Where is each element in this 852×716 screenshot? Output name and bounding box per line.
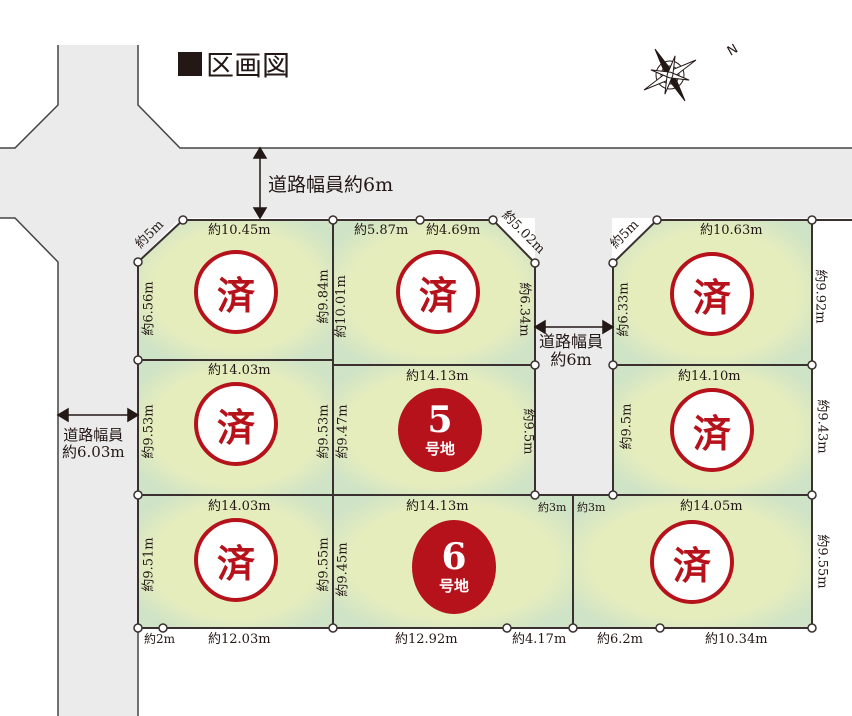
lot-4-sold-badge[interactable]: 済: [194, 382, 278, 466]
dim-label: 約14.03m: [208, 499, 271, 514]
lot-8-suffix: 号地: [438, 576, 469, 595]
lot-3-sold-badge[interactable]: 済: [670, 252, 754, 336]
dim-label: 約9.92m: [812, 269, 828, 324]
dim-label: 約10.63m: [700, 223, 763, 238]
dim-label: 約10.34m: [705, 632, 768, 647]
dim-label: 約9.53m: [316, 404, 332, 459]
dim-label: 約14.03m: [208, 363, 271, 378]
dim-label: 約6.33m: [616, 282, 632, 337]
road-middle-value: 約6m: [550, 350, 592, 370]
lot-7-sold-badge[interactable]: 済: [194, 518, 278, 602]
road-middle-label: 道路幅員: [539, 332, 604, 351]
dim-label: 約2m: [144, 632, 176, 646]
lot-6-sold-badge[interactable]: 済: [670, 388, 754, 472]
lot-8-number: 6: [441, 535, 467, 578]
road-edges: [0, 45, 852, 716]
dim-label: 約12.03m: [208, 632, 271, 647]
dim-label: 約5.87m: [354, 223, 409, 238]
compass-rose-icon: [643, 48, 697, 102]
road-left-width: 道路幅員約6.03m: [62, 426, 125, 462]
dim-label: 約14.13m: [406, 369, 469, 384]
dim-label: 約14.13m: [406, 499, 469, 514]
title-square-icon: [178, 52, 202, 76]
dim-label: 約9.53m: [141, 404, 157, 459]
dim-label: 約6.34m: [516, 282, 532, 337]
road-top-width: 道路幅員約6m: [268, 174, 394, 196]
dim-label: 約10.45m: [208, 223, 271, 238]
dim-label: 約14.05m: [680, 499, 743, 514]
dim-label: 約9.5m: [520, 408, 536, 455]
dim-label: 約4.69m: [426, 223, 481, 238]
road-left-label: 道路幅員: [63, 426, 124, 444]
dim-label: 約9.84m: [316, 269, 332, 324]
dim-label: 約9.55m: [316, 537, 332, 592]
lot-5-suffix: 号地: [424, 439, 455, 458]
dim-label: 約4.17m: [512, 632, 567, 647]
lot-5-number: 5: [427, 398, 453, 441]
road-area: [0, 45, 852, 716]
title-text: 区画図: [206, 49, 291, 82]
road-middle-width: 道路幅員約6m: [539, 332, 604, 370]
dim-label: 約12.92m: [395, 632, 458, 647]
dim-label: 約6.56m: [141, 281, 157, 336]
dim-label: 約9.5m: [619, 403, 635, 450]
dim-label: 約9.47m: [335, 404, 351, 459]
dim-label: 約9.55m: [814, 534, 830, 589]
boundary-markers: [133, 215, 817, 633]
dim-label: 約6.2m: [597, 632, 644, 647]
dim-label: 約9.43m: [814, 399, 830, 454]
lot-9-sold-badge[interactable]: 済: [650, 520, 734, 604]
page-title: 区画図: [178, 44, 290, 84]
dim-label: 約9.45m: [335, 542, 351, 597]
road-width-arrows: [56, 146, 615, 423]
dim-label: 約14.10m: [678, 369, 741, 384]
lot-1-sold-badge[interactable]: 済: [194, 250, 278, 334]
dim-label: 約3m: [577, 501, 606, 514]
road-left-value: 約6.03m: [62, 443, 125, 462]
dim-label: 約9.51m: [141, 537, 157, 592]
lot-2-sold-badge[interactable]: 済: [396, 250, 480, 334]
dim-label: 約3m: [538, 501, 567, 514]
dim-label: 約10.01m: [333, 275, 349, 338]
